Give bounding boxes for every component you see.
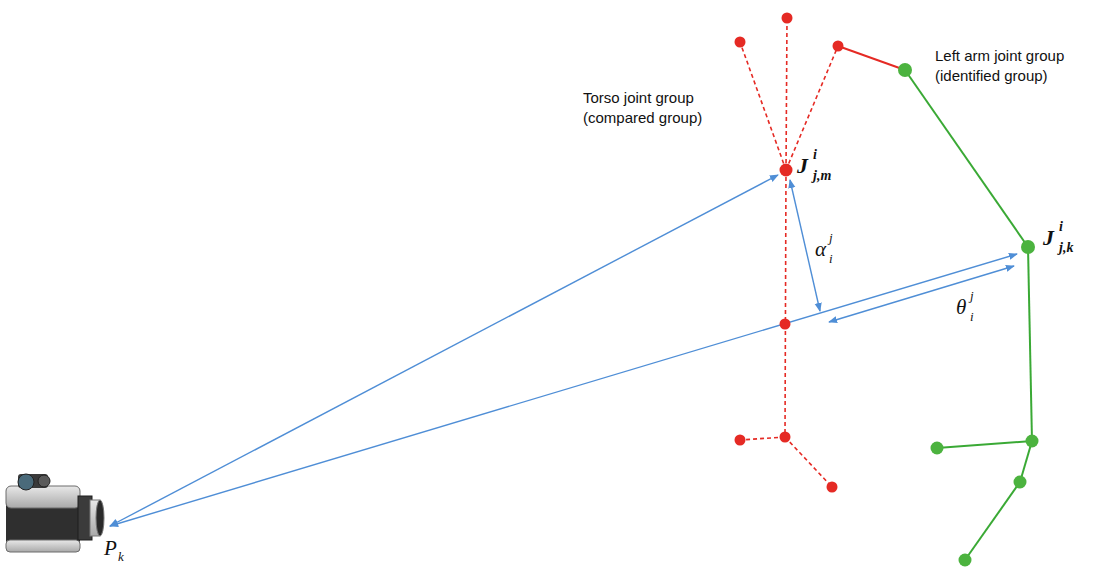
superscript: i (1059, 218, 1063, 236)
superscript: j (829, 230, 833, 247)
superscript: j (970, 288, 974, 305)
subscript: k (118, 549, 124, 566)
subscript: i (970, 309, 974, 326)
arm-joints (898, 63, 1039, 567)
joint-symbol: J (797, 152, 808, 181)
superscript: i (813, 146, 817, 164)
camera-symbol: P (104, 535, 117, 562)
group-label: Torso joint group (compared group) (583, 88, 723, 127)
angle-symbol: α (815, 236, 826, 263)
subscript: j,m (813, 167, 831, 185)
measurement-lines (110, 175, 1017, 526)
camera-icon (6, 474, 104, 552)
torso-joint-group (740, 18, 838, 487)
left-arm-joint-group (905, 70, 1032, 560)
shoulder-link (838, 46, 905, 70)
group-label: Left arm joint group (identified group) (935, 46, 1093, 85)
subscript: i (829, 251, 833, 268)
joint-symbol: J (1043, 224, 1054, 253)
torso-joints (735, 13, 844, 493)
angle-symbol: θ (956, 294, 966, 321)
subscript: j,k (1059, 239, 1073, 257)
